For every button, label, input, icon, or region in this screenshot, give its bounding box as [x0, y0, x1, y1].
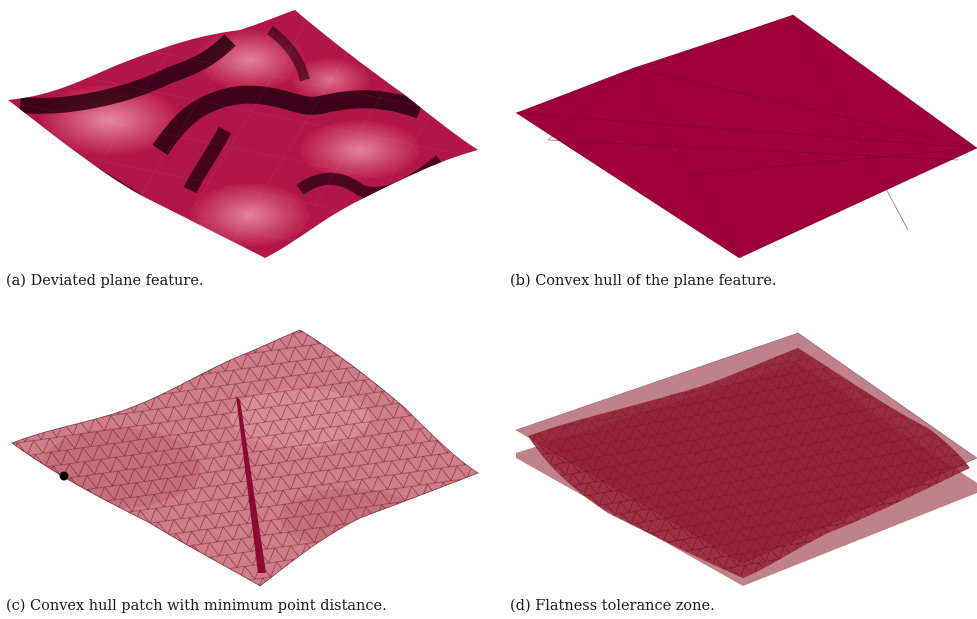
panel-tolerance-zone: [488, 318, 977, 588]
tolerance-zone-render: [515, 332, 977, 586]
caption-c: (c) Convex hull patch with minimum point…: [6, 598, 387, 614]
deviated-plane-render: [8, 10, 478, 258]
caption-a: (a) Deviated plane feature.: [6, 273, 204, 289]
panel-hull-patch: [0, 318, 488, 588]
hull-patch-strip: [236, 396, 266, 573]
convex-hull-render: [515, 14, 977, 259]
panel-deviated-plane: [0, 0, 488, 262]
panel-convex-hull: [488, 0, 977, 262]
caption-b: (b) Convex hull of the plane feature.: [510, 273, 777, 289]
upper-tolerance-plane: [516, 333, 977, 563]
caption-d: (d) Flatness tolerance zone.: [510, 598, 715, 614]
hull-patch-render: [11, 329, 479, 587]
minimum-distance-point: [59, 471, 69, 481]
